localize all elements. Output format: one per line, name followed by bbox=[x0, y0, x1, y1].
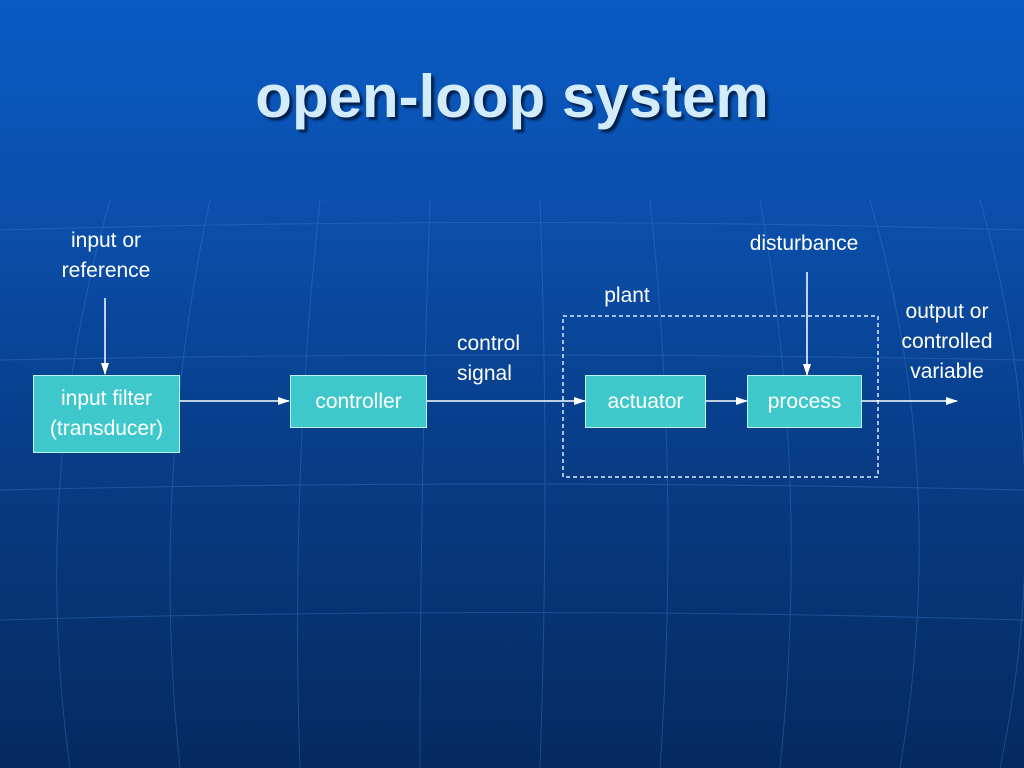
process-label: process bbox=[767, 389, 842, 413]
output-label: output or controlled variable bbox=[901, 300, 993, 383]
input-filter-block: input filter (transducer) bbox=[33, 375, 180, 453]
plant-label: plant bbox=[604, 284, 650, 307]
actuator-label: actuator bbox=[607, 389, 684, 413]
control-signal-label: control signal bbox=[457, 332, 521, 385]
controller-label: controller bbox=[315, 389, 402, 413]
slide-title: open-loop system bbox=[255, 63, 769, 130]
input-filter-label: input filter (transducer) bbox=[49, 387, 164, 440]
actuator-block: actuator bbox=[585, 375, 706, 428]
controller-block: controller bbox=[290, 375, 427, 428]
process-block: process bbox=[747, 375, 862, 428]
disturbance-label: disturbance bbox=[749, 232, 859, 255]
input-label: input or reference bbox=[61, 229, 151, 282]
